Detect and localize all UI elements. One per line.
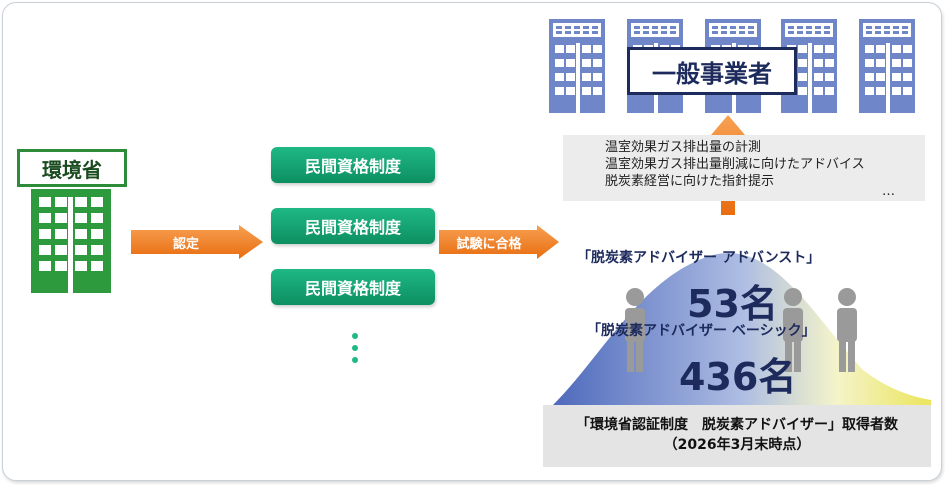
pass-exam-arrow: [439, 225, 559, 259]
pass-exam-label: 試験に合格: [456, 236, 522, 252]
services-box: 温室効果ガス排出量の計測 温室効果ガス排出量削減に向けたアドバイス 脱炭素経営に…: [563, 135, 925, 201]
advanced-advisor-title: 「脱炭素アドバイザー アドバンスト」: [577, 250, 821, 266]
ministry-building-icon: [31, 189, 111, 293]
distribution-curve: [553, 253, 931, 405]
qualification-3: 民間資格制度: [271, 269, 435, 305]
advanced-advisor-count: 53名: [687, 282, 778, 326]
qualification-1: 民間資格制度: [271, 147, 435, 183]
person-icons: [625, 288, 857, 372]
caption-box: 「環境省認証制度 脱炭素アドバイザー」取得者数 （2026年3月末時点）: [543, 405, 931, 467]
businesses-label: 一般事業者: [627, 47, 797, 95]
ministry-label: 環境省: [17, 149, 127, 187]
service-item-1: 温室効果ガス排出量の計測: [605, 140, 762, 155]
service-ellipsis: …: [882, 184, 895, 199]
certify-arrow: [131, 225, 263, 259]
service-item-3: 脱炭素経営に向けた指針提示: [605, 174, 775, 189]
more-dot-1: [352, 333, 358, 339]
certify-label: 認定: [172, 236, 199, 252]
more-dot-2: [352, 345, 358, 351]
service-item-2: 温室効果ガス排出量削減に向けたアドバイス: [605, 157, 865, 172]
business-buildings-icon: [549, 19, 915, 113]
more-dot-3: [352, 357, 358, 363]
caption-line-2: （2026年3月末時点）: [663, 437, 811, 453]
basic-advisor-title: 「脱炭素アドバイザー ベーシック」: [587, 323, 816, 339]
qualification-2: 民間資格制度: [271, 208, 435, 244]
basic-advisor-count: 436名: [679, 355, 797, 399]
caption-line-1: 「環境省認証制度 脱炭素アドバイザー」取得者数: [576, 417, 898, 433]
